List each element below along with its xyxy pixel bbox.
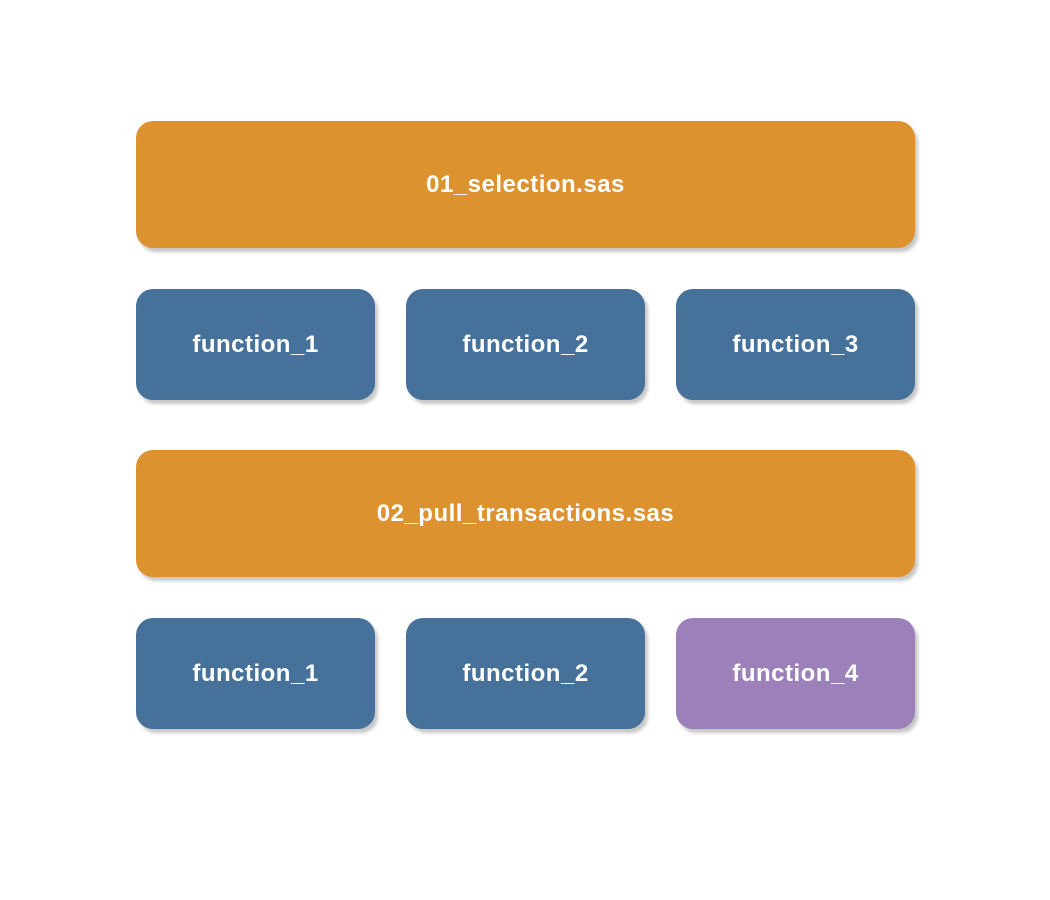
function-node-label: function_2 bbox=[462, 330, 589, 358]
function-node-label: function_2 bbox=[462, 659, 589, 687]
function-node-g2-function-4: function_4 bbox=[676, 618, 915, 729]
script-node-01-selection: 01_selection.sas bbox=[136, 121, 915, 248]
function-node-label: function_4 bbox=[732, 659, 859, 687]
function-node-label: function_3 bbox=[732, 330, 859, 358]
script-node-02-pull-transactions: 02_pull_transactions.sas bbox=[136, 450, 915, 577]
function-node-g2-function-2: function_2 bbox=[406, 618, 645, 729]
function-node-g2-function-1: function_1 bbox=[136, 618, 375, 729]
script-node-label: 02_pull_transactions.sas bbox=[376, 499, 675, 527]
function-node-label: function_1 bbox=[192, 659, 319, 687]
function-node-g1-function-2: function_2 bbox=[406, 289, 645, 400]
function-node-g1-function-3: function_3 bbox=[676, 289, 915, 400]
function-node-g1-function-1: function_1 bbox=[136, 289, 375, 400]
function-node-label: function_1 bbox=[192, 330, 319, 358]
script-node-label: 01_selection.sas bbox=[426, 170, 625, 198]
